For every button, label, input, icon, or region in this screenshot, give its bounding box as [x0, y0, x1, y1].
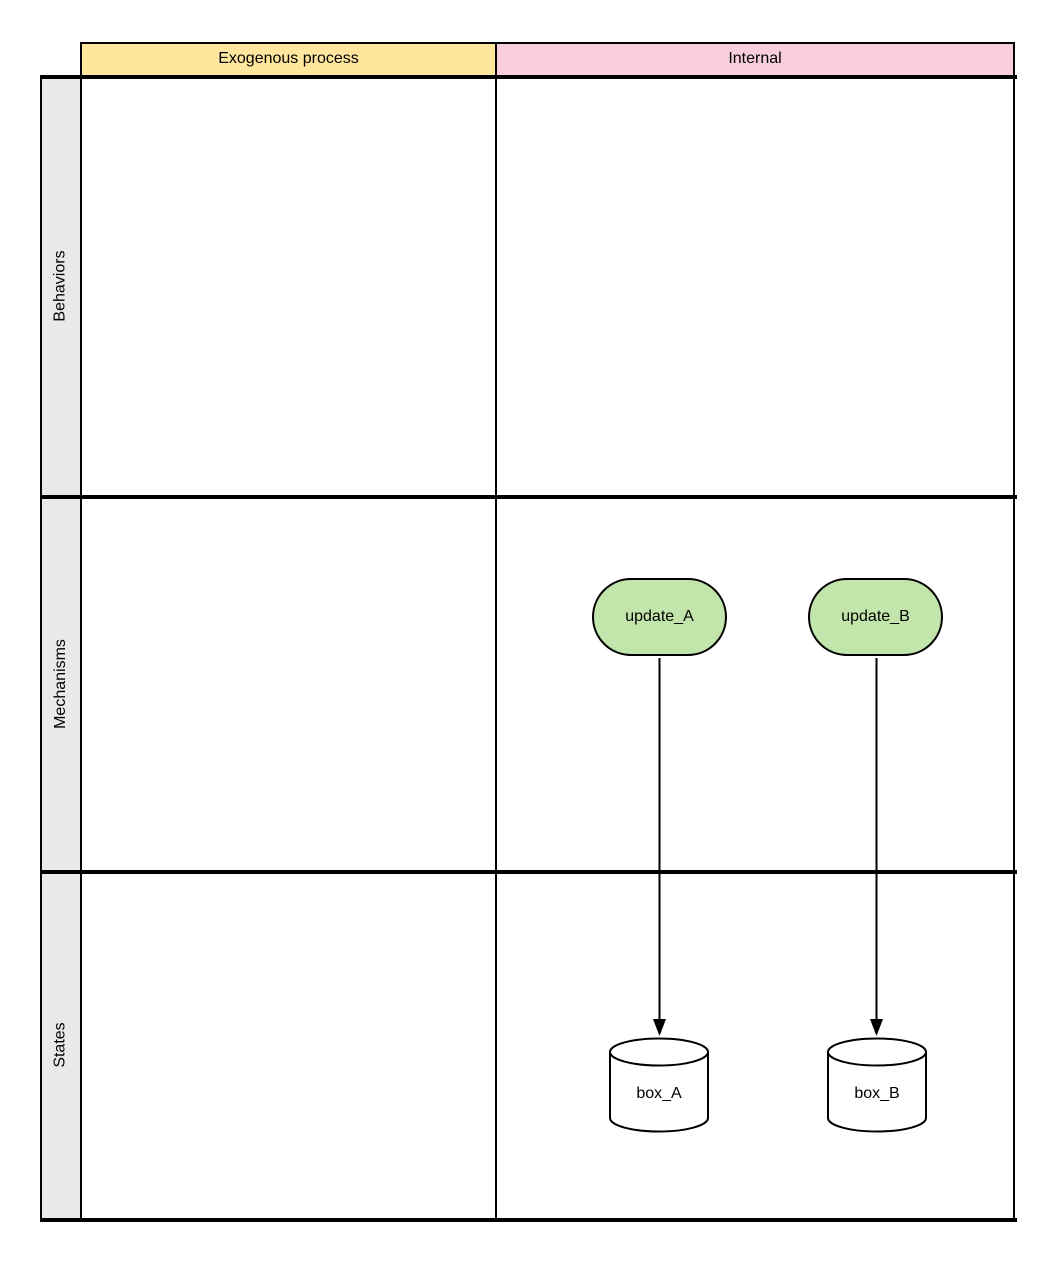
arrowhead-box-a: [653, 1019, 666, 1036]
column-header-exogenous-label: Exogenous process: [218, 50, 359, 67]
node-box-a-label-container: box_A: [610, 1080, 708, 1108]
node-box-a-label: box_A: [636, 1085, 682, 1102]
column-header-exogenous: Exogenous process: [80, 42, 497, 76]
cylinder-box-a-top-arc: [609, 1051, 709, 1067]
node-update-a: update_A: [592, 578, 727, 656]
row-label-mechanisms-text: Mechanisms: [52, 638, 69, 729]
node-box-b-label: box_B: [854, 1085, 900, 1102]
row-label-states: States: [40, 874, 82, 1216]
row-label-column-bg: [40, 77, 82, 1220]
arrowhead-box-b: [870, 1019, 883, 1036]
node-update-b-label: update_B: [841, 608, 910, 625]
column-header-exogenous-bg: [80, 42, 497, 77]
node-box-b-label-container: box_B: [828, 1080, 926, 1108]
cylinder-box-b-top-arc: [827, 1051, 927, 1067]
row-label-behaviors-text: Behaviors: [52, 250, 69, 322]
node-update-a-label: update_A: [625, 608, 694, 625]
grid-line-header-top: [80, 42, 1015, 44]
grid-line-row-separator-2: [40, 870, 1017, 874]
grid-line-row-separator-1: [40, 495, 1017, 499]
grid-line-right: [1013, 42, 1015, 1222]
grid-line-bottom: [40, 1218, 1017, 1222]
row-label-behaviors: Behaviors: [40, 79, 82, 493]
column-header-internal-bg: [497, 42, 1015, 77]
column-header-internal-label: Internal: [728, 50, 782, 67]
grid-line-column-divider: [495, 42, 497, 1222]
grid-line-label-column: [80, 42, 82, 1222]
row-label-mechanisms: Mechanisms: [40, 499, 82, 868]
column-header-internal: Internal: [497, 42, 1013, 76]
grid-line-header-bottom: [40, 75, 1017, 79]
grid-line-left: [40, 75, 42, 1222]
node-update-b: update_B: [808, 578, 943, 656]
row-label-states-text: States: [52, 1022, 70, 1068]
